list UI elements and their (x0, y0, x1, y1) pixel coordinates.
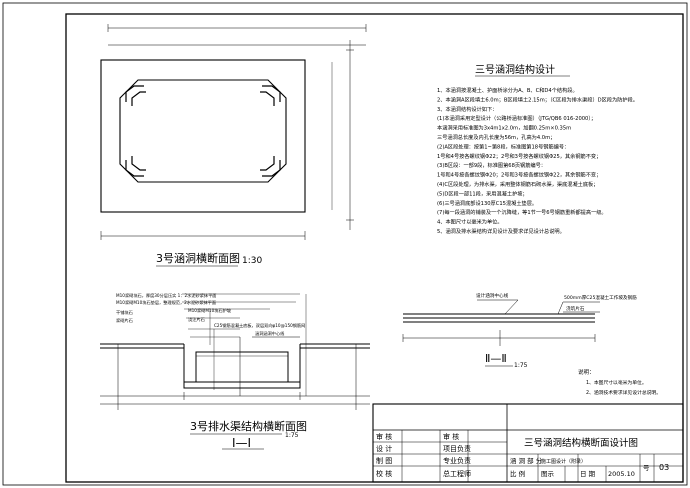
note-line: (4)C区段处理，为排水渠，采用整体钢筋石砌水渠，渠底混凝土底板； (437, 180, 598, 188)
small-note-2: 2、涵洞技术要求详见设计总说明。 (586, 389, 661, 396)
tb-row-3-right: 总工程师 (443, 469, 471, 478)
tb-drawing-name: 三号涵洞结构横断面设计图 (524, 437, 638, 449)
tb-no-value: 03 (659, 463, 669, 472)
tb-row-1-right: 项目负责 (443, 444, 471, 453)
note-line: (1)本涵洞采用定型设计（公路桥涵标准图）（JTG/QB6 016-2000）； (437, 114, 596, 122)
culvert-outer-box (100, 59, 306, 213)
note-line: (6)三号涵洞底部设130厚C15混凝土垫层。 (437, 199, 537, 207)
section2-label-0: 设计涵洞中心线 (476, 292, 509, 299)
note-line: (2)A区段处理：按第1~第8段，标准图第18号钢筋编号： (437, 142, 569, 150)
channel-label-lines: M10浆砌块石，厚度30分层压实 1：2水泥砂浆抹平面M10浆砌M10块石垫层，… (116, 292, 305, 337)
channel-label: 涵洞涵洞中心线 (255, 330, 285, 337)
tb-scale-label: 比 例 (510, 469, 525, 478)
tb-row-0-right: 审 核 (443, 432, 459, 441)
small-note-1: 1、本图尺寸以毫米为单位。 (586, 379, 647, 386)
channel-label: 干铺块石 (116, 309, 133, 316)
section-scale: 1:30 (242, 256, 262, 266)
culvert-section-view: 3号涵洞横断面图 1:30 (100, 24, 367, 267)
note-line: 三号涵洞总长度及内孔长度为56m，孔高为4.0m； (437, 133, 555, 141)
note-line: 1号和4号按各螺纹钢Φ22；2号和3号按各螺纹钢Φ25，其余钢筋不变； (437, 152, 601, 160)
note-line: 2、本涵洞A区段填土6.0m；B区段填土2.15m；（C区段为排水渠段）D区段为… (437, 95, 638, 103)
title-block (372, 403, 684, 483)
channel-label: 浆砌片石 (116, 317, 133, 324)
channel-scale: 1:75 (285, 432, 299, 439)
section2-label-1: 500mm厚C25混凝土工作坡及钢筋 (564, 294, 637, 301)
section-title: 3号涵洞横断面图 (156, 251, 240, 265)
channel-title: 3号排水渠结构横断面图 (190, 419, 307, 433)
design-notes: 三号涵洞结构设计 1、本涵洞按混凝土、护面桥涂分为A、B、C和D4个结构段。2、… (437, 63, 638, 235)
notes-title: 三号涵洞结构设计 (475, 63, 555, 76)
culvert-inner-opening (119, 79, 287, 183)
tb-row-2-right: 专业负责 (443, 456, 471, 465)
channel-label: M10浆砌M10块石垫层，整理规范，2水泥砂浆抹平面 (116, 299, 216, 306)
rebar-marks (125, 85, 281, 177)
tb-row-3-left: 校 核 (376, 469, 392, 478)
tb-stage-value: 施工图设计（附录） (541, 458, 586, 465)
channel-label: 浇注片石 (188, 316, 205, 323)
tb-no-label: 号 (643, 464, 650, 472)
channel-label: M10浆砌M10块石护坡 (188, 307, 232, 314)
section2-label-2: 浇筑片石 (566, 305, 585, 312)
channel-body (100, 343, 370, 389)
channel-section-view: M10浆砌块石，厚度30分层压实 1：2水泥砂浆抹平面M10浆砌M10块石垫层，… (100, 292, 370, 450)
tb-date-value: 2005.10 (608, 470, 635, 478)
note-line: 5、涵洞及排水渠结构详见设计及要求详见设计总说明。 (437, 227, 565, 235)
note-line: (7)每一段涵洞的铺装及一个沉降缝，等1节一号6号钢筋重新都提高一级。 (437, 208, 607, 216)
note-line: 3、本涵洞结构设计如下： (437, 105, 497, 113)
small-notes: 说明： 1、本图尺寸以毫米为单位。 2、涵洞技术要求详见设计总说明。 (578, 368, 661, 396)
channel-label: C25钢筋混凝土底板，双层双向φ10@150钢筋网 (214, 322, 305, 329)
notes-list: 1、本涵洞按混凝土、护面桥涂分为A、B、C和D4个结构段。2、本涵洞A区段填土6… (437, 86, 638, 235)
note-line: (3)B区段：一部9段，标准图第68页钢筋编号： (437, 161, 546, 169)
note-line: 4、本图尺寸以毫米为单位。 (437, 218, 503, 226)
note-line: 1、本涵洞按混凝土、护面桥涂分为A、B、C和D4个结构段。 (437, 86, 578, 94)
section2-scale: 1:75 (514, 362, 528, 369)
channel-section-label: Ⅰ—Ⅰ (232, 436, 251, 450)
tb-scale-value: 图示 (541, 470, 555, 478)
tb-row-1-left: 设 计 (376, 444, 392, 453)
note-line: 1号和4号按各螺纹钢Φ20；2号和3号按各螺纹钢Φ22，其余钢筋不变； (437, 171, 601, 179)
section-2-view: 设计涵洞中心线 500mm厚C25混凝土工作坡及钢筋 浇筑片石 Ⅱ—Ⅱ 1:75 (402, 292, 637, 369)
tb-row-2-left: 制 图 (376, 456, 392, 465)
tb-row-0-left: 审 核 (376, 432, 392, 441)
section2-title: Ⅱ—Ⅱ (485, 352, 507, 365)
note-line: (5)D区段一部11段，采用混凝土护坡； (437, 189, 528, 197)
tb-date-label: 日 期 (580, 470, 596, 478)
small-notes-title: 说明： (578, 368, 595, 376)
channel-label: M10浆砌块石，厚度30分层压实 1：2水泥砂浆抹平面 (116, 292, 217, 299)
note-line: 本涵洞采用标准图为3x4m1x2.0m，加翻0.25m×0.35m (437, 124, 571, 132)
tb-stage-label: 涵 洞 部 分 (510, 456, 543, 465)
title-block-text: 审 核 审 核 设 计 项目负责 制 图 专业负责 校 核 总工程师 三号涵洞结… (376, 432, 669, 478)
